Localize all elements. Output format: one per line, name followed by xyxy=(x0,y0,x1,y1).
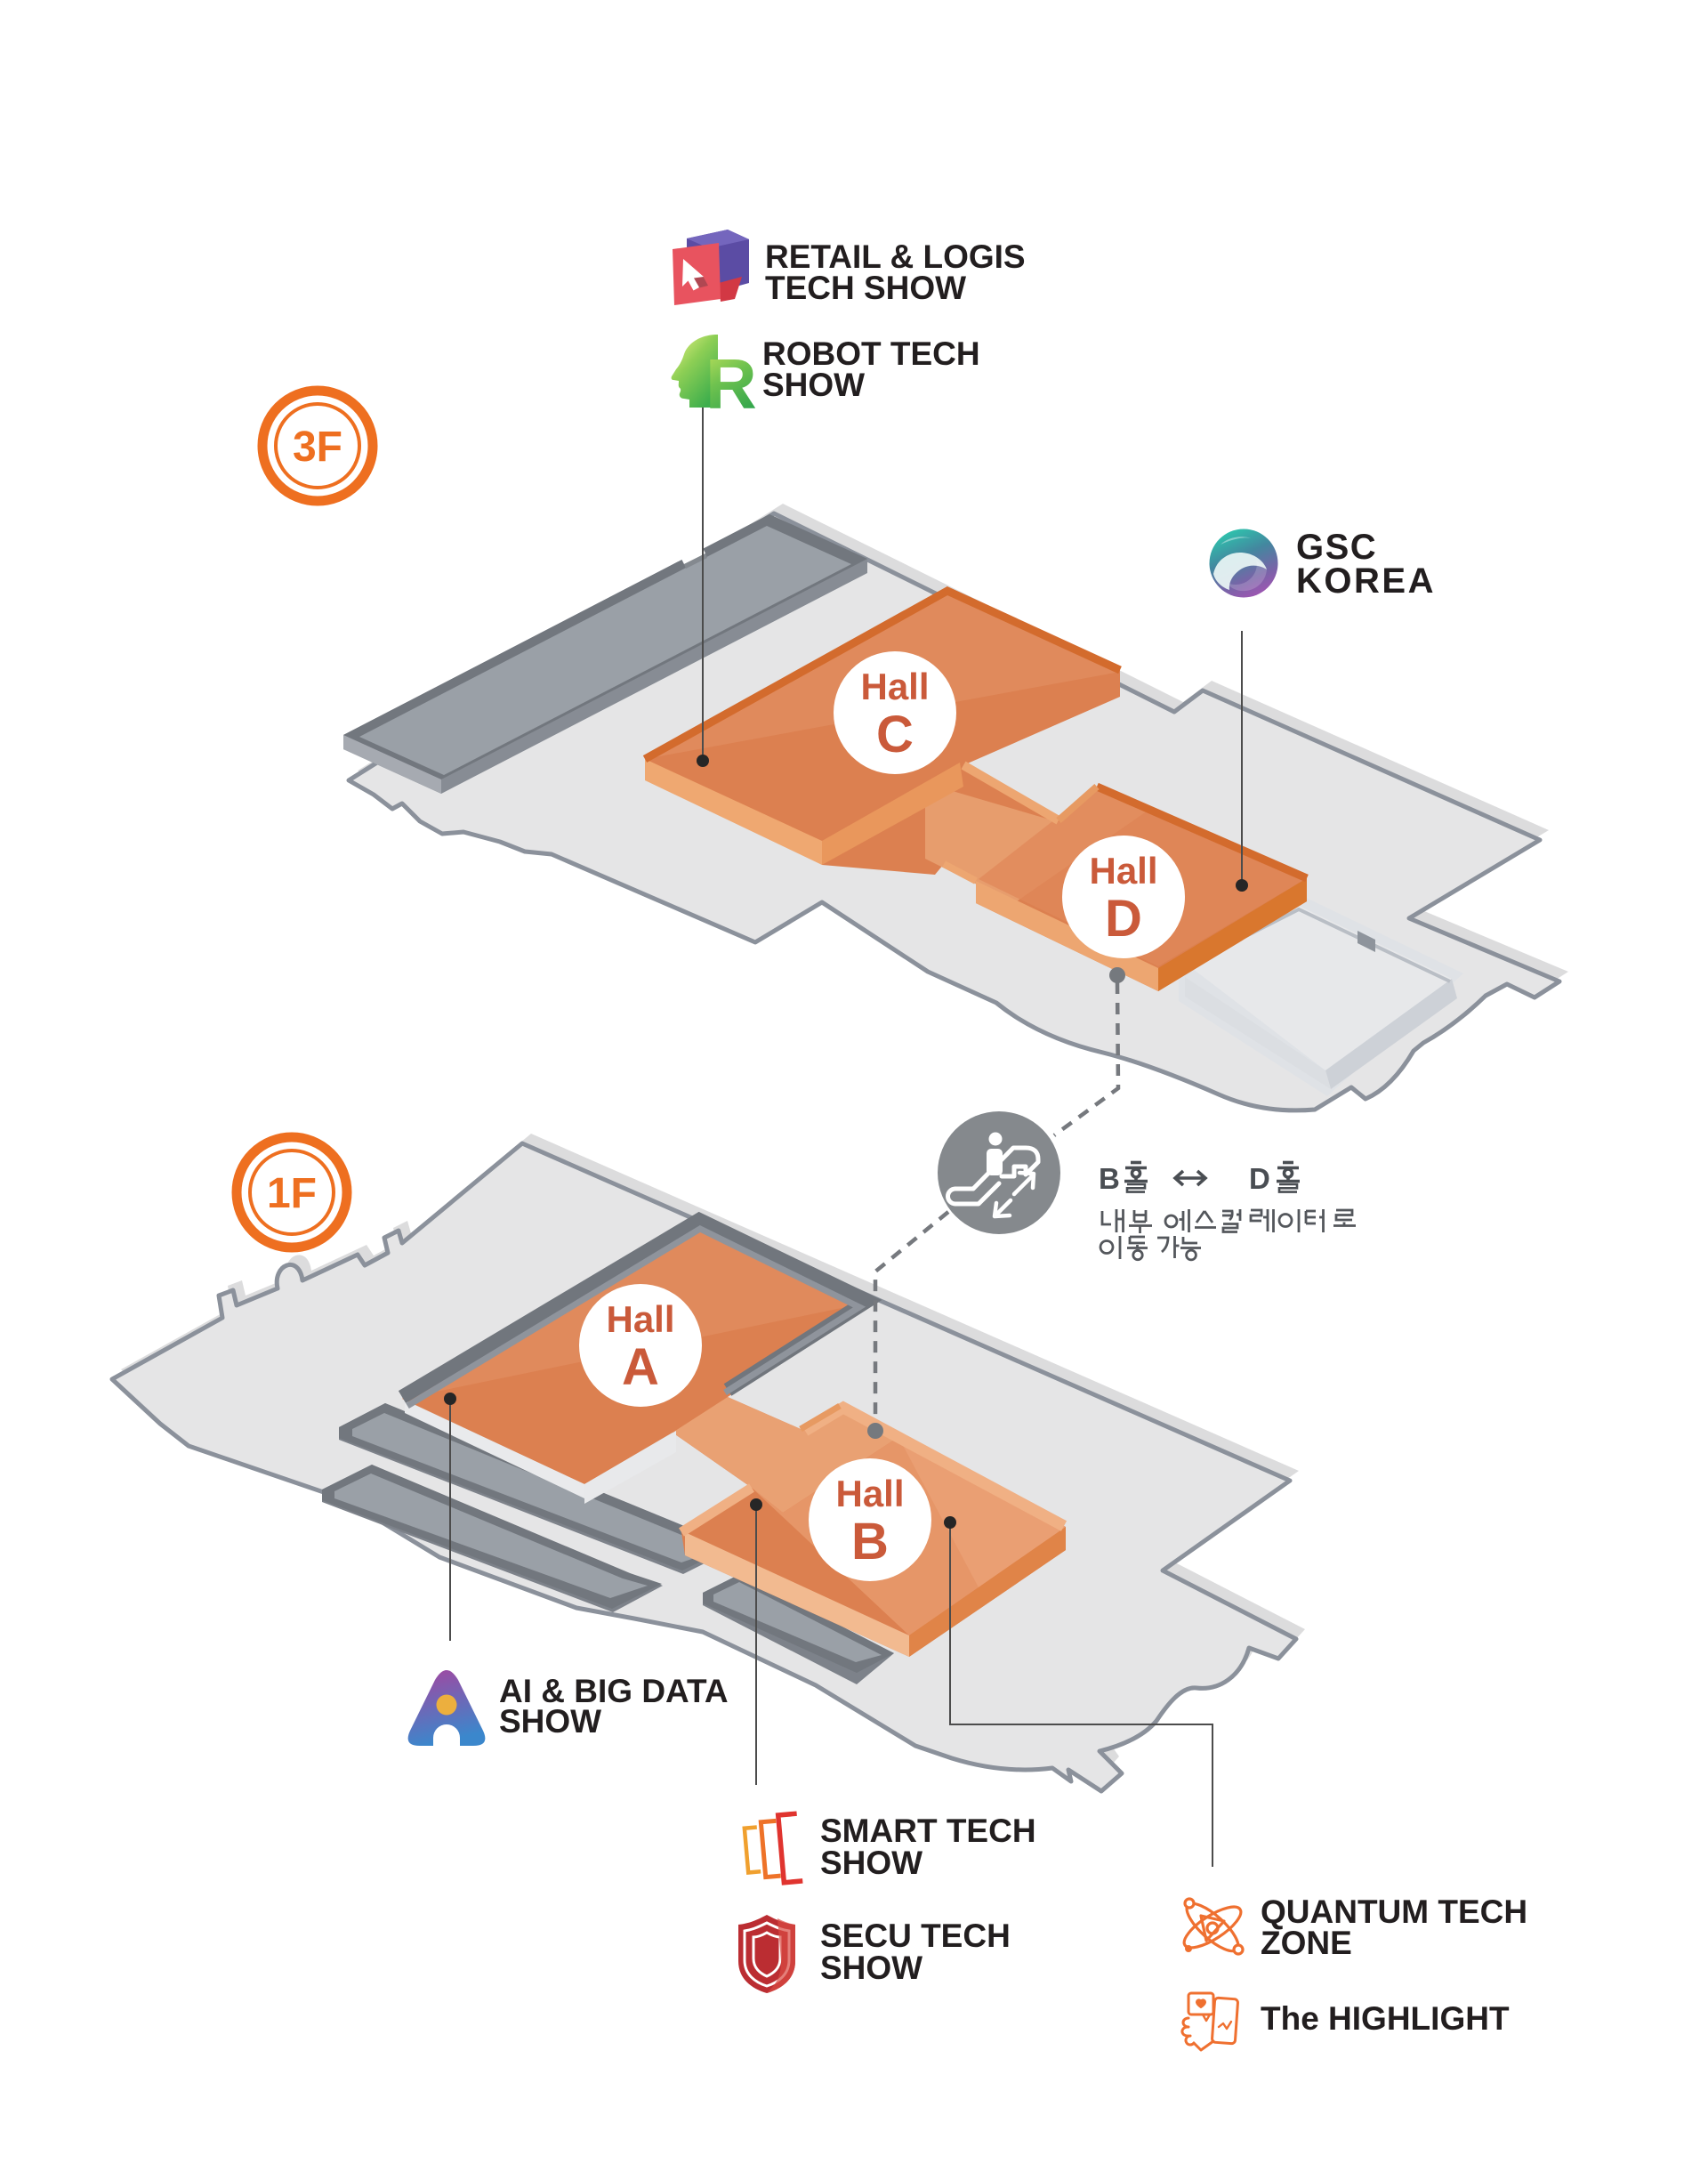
svg-text:SHOW: SHOW xyxy=(762,367,865,403)
svg-text:Hall: Hall xyxy=(606,1298,674,1340)
svg-text:C: C xyxy=(876,706,914,763)
svg-text:SECU TECH: SECU TECH xyxy=(820,1918,1011,1954)
svg-text:ZONE: ZONE xyxy=(1261,1925,1352,1961)
svg-text:Hall: Hall xyxy=(860,666,929,707)
svg-text:1F: 1F xyxy=(267,1170,317,1217)
svg-text:SHOW: SHOW xyxy=(820,1950,922,1986)
svg-text:Hall: Hall xyxy=(835,1473,904,1514)
svg-text:ROBOT TECH: ROBOT TECH xyxy=(762,335,980,372)
svg-text:B: B xyxy=(1099,1162,1120,1195)
svg-text:TECH SHOW: TECH SHOW xyxy=(765,270,966,306)
svg-text:3F: 3F xyxy=(293,424,342,471)
svg-text:D: D xyxy=(1249,1162,1270,1195)
svg-text:The HIGHLIGHT: The HIGHLIGHT xyxy=(1261,2000,1510,2037)
svg-text:B: B xyxy=(851,1513,889,1570)
svg-text:SMART TECH: SMART TECH xyxy=(820,1813,1036,1849)
svg-text:A: A xyxy=(622,1338,659,1396)
svg-text:SHOW: SHOW xyxy=(499,1703,601,1740)
svg-text:D: D xyxy=(1105,890,1142,948)
svg-text:KOREA: KOREA xyxy=(1296,561,1436,601)
svg-text:RETAIL & LOGIS: RETAIL & LOGIS xyxy=(765,238,1026,275)
svg-text:AI & BIG DATA: AI & BIG DATA xyxy=(499,1673,729,1709)
svg-text:QUANTUM TECH: QUANTUM TECH xyxy=(1261,1893,1527,1930)
svg-text:R: R xyxy=(705,344,757,424)
svg-text:Hall: Hall xyxy=(1089,850,1157,892)
svg-text:GSC: GSC xyxy=(1296,528,1377,567)
svg-text:SHOW: SHOW xyxy=(820,1845,922,1881)
